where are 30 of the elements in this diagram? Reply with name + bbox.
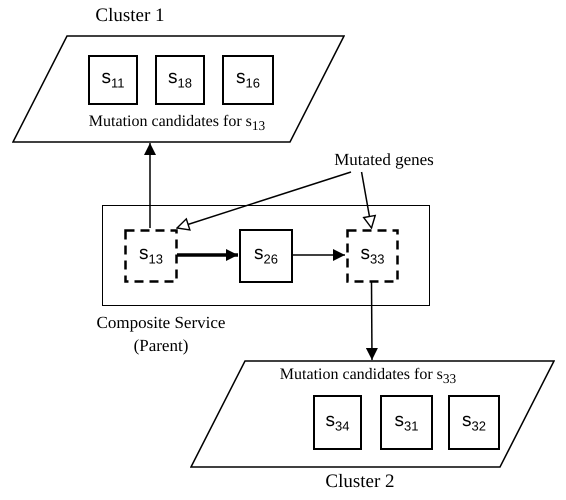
service-label: s$_{34}$ <box>326 409 350 434</box>
service-box <box>88 55 138 105</box>
service-box <box>239 229 293 283</box>
cluster-caption: Mutation candidates for s$_{33}$ <box>278 366 458 388</box>
cluster-caption: Mutation candidates for s$_{13}$ <box>88 113 266 134</box>
arrow <box>360 172 376 229</box>
service-label: s$_{33}$ <box>360 242 384 267</box>
service-label: s$_{31}$ <box>394 409 418 434</box>
service-label: s$_{18}$ <box>168 66 192 91</box>
service-box <box>380 395 433 450</box>
service-label: s$_{26}$ <box>254 242 278 267</box>
service-box <box>222 55 274 105</box>
cluster-title: Cluster 1 <box>94 5 166 27</box>
mutated-service-box <box>124 229 178 283</box>
arrow <box>177 249 238 261</box>
service-label: s$_{11}$ <box>102 66 124 91</box>
mutated-service-box <box>346 229 399 283</box>
service-label: s$_{32}$ <box>462 409 486 434</box>
arrow <box>366 282 378 360</box>
composite-service-label: Composite Service (Parent) <box>96 312 226 357</box>
arrow <box>176 171 352 231</box>
arrow <box>144 143 156 228</box>
service-label: s$_{16}$ <box>236 66 260 91</box>
annotation-label: Mutated genes <box>333 150 435 170</box>
service-box <box>155 55 205 105</box>
service-label: s$_{13}$ <box>139 242 163 267</box>
cluster-title: Cluster 2 <box>324 471 396 493</box>
service-box <box>313 395 362 450</box>
arrow <box>292 249 345 261</box>
service-box <box>448 395 500 450</box>
